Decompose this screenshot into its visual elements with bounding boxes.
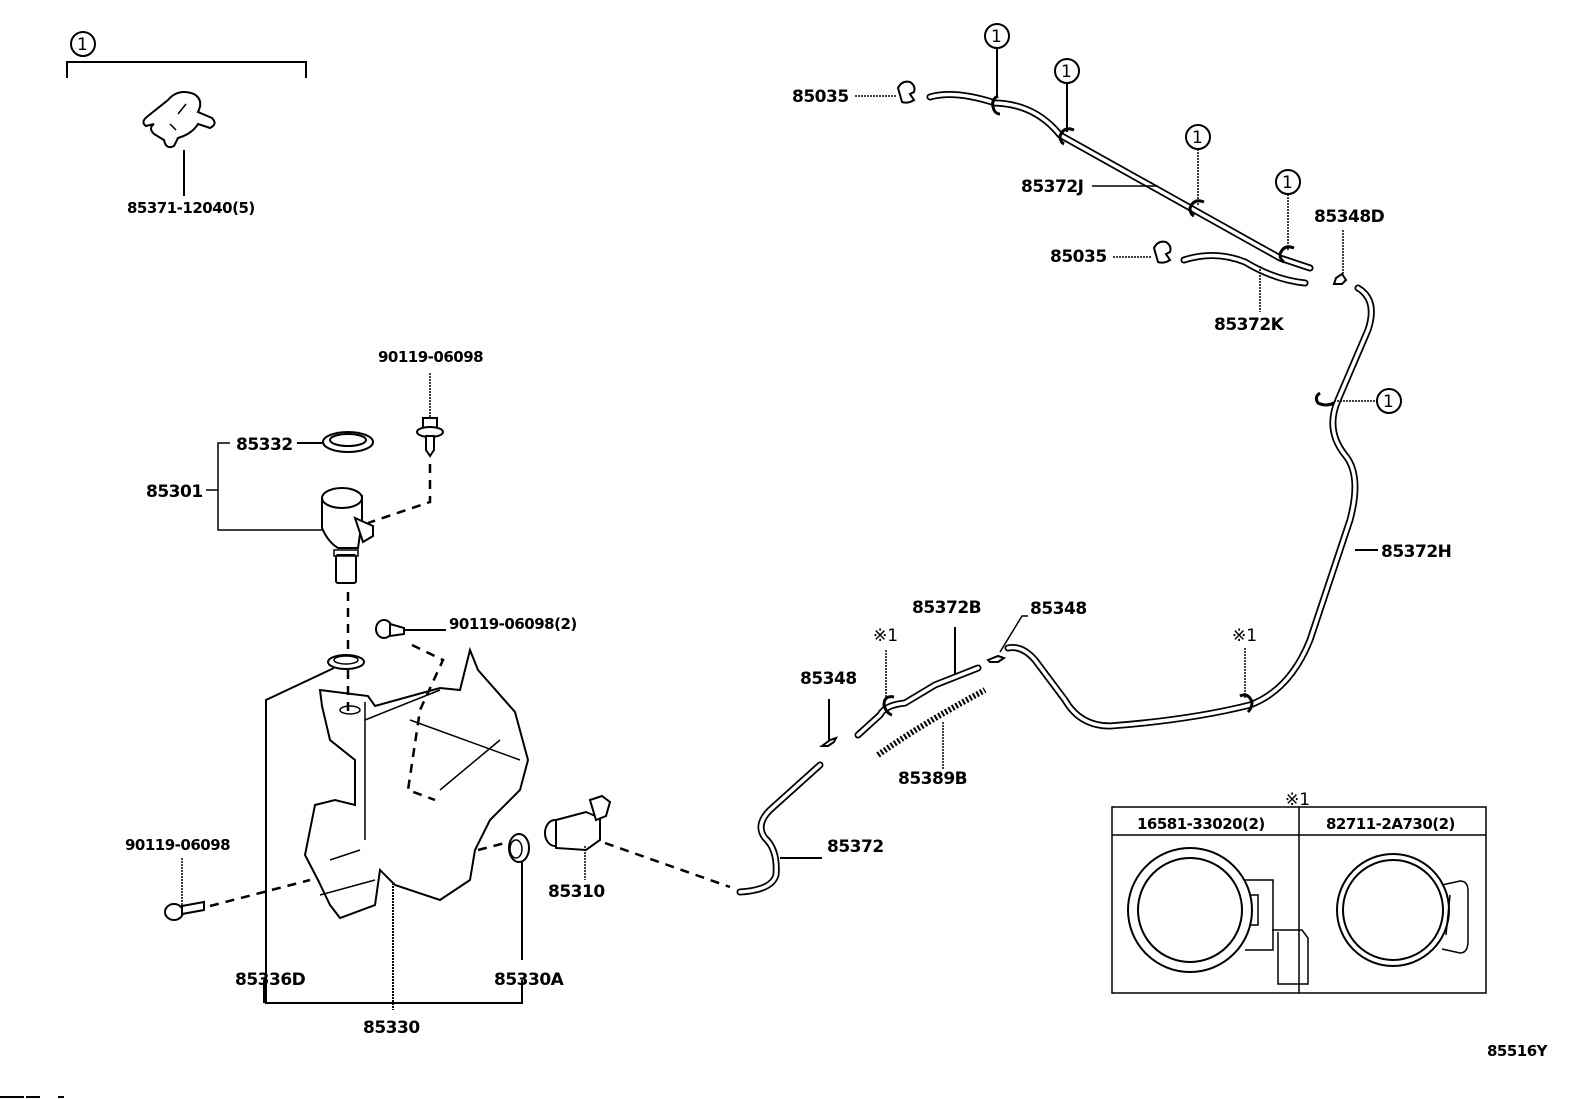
hose-85372-group: 85372 <box>736 761 884 896</box>
clip-icon <box>1239 693 1254 714</box>
part-label-85301[interactable]: 85301 <box>146 482 203 502</box>
group-bracket <box>66 61 307 78</box>
group-bracket <box>206 442 325 531</box>
note-marker: ※1 <box>873 626 898 646</box>
part-label-85372[interactable]: 85372 <box>827 837 884 857</box>
leader-line <box>999 615 1028 653</box>
assembly-line <box>209 878 311 908</box>
clip-icon <box>142 91 216 149</box>
hose-85372H <box>1004 284 1375 730</box>
clip-ref-circle <box>1376 388 1402 414</box>
bolt-icon <box>164 900 205 921</box>
note-marker: ※1 <box>1232 626 1257 646</box>
joint-icon <box>1332 272 1348 285</box>
svg-text:1: 1 <box>991 27 1002 47</box>
part-label-85372B[interactable]: 85372B <box>912 598 982 618</box>
hose-85372B <box>854 664 982 739</box>
assembly-line <box>406 643 445 802</box>
part-label-85372K[interactable]: 85372K <box>1214 315 1285 335</box>
part-label-85332[interactable]: 85332 <box>236 435 293 455</box>
part-label-85371[interactable]: 85371-12040(5) <box>127 199 255 217</box>
part-label-85035-upper[interactable]: 85035 <box>792 87 849 107</box>
middle-hose-system: 85372B ※1 85348 85348 85389B <box>800 598 1087 789</box>
hose-85372H-group: 1 85372H ※1 <box>1004 284 1452 730</box>
joint-icon <box>986 654 1007 663</box>
part-label-85330A[interactable]: 85330A <box>494 970 565 990</box>
protector-85389B <box>876 687 987 758</box>
hose-clip-82711-icon <box>1336 853 1469 967</box>
clip-table-col-2[interactable]: 82711-2A730(2) <box>1326 815 1455 833</box>
part-label-bolt-bracket[interactable]: 90119-06098(2) <box>449 615 577 633</box>
hose-85372 <box>736 761 824 896</box>
clip-markers: 1 1 1 1 <box>984 23 1301 264</box>
pump-group: 85310 <box>544 794 731 902</box>
grommet-85336D-icon <box>327 654 365 670</box>
joint-icon <box>819 736 838 747</box>
svg-text:1: 1 <box>1282 173 1293 193</box>
bolt-icon <box>416 417 444 458</box>
clip-icon <box>882 695 895 717</box>
part-label-85336D[interactable]: 85336D <box>235 970 306 990</box>
group-1: 1 85371-12040(5) <box>66 31 307 217</box>
filler-neck-icon <box>321 487 374 584</box>
washer-nozzle-icon <box>896 80 916 104</box>
svg-text:1: 1 <box>1061 62 1072 82</box>
tank-group: 90119-06098(2) 90119-06098 85336D 85330A… <box>125 615 577 1038</box>
clip-table: ※1 16581-33020(2) 82711-2A730(2) <box>1111 790 1487 994</box>
assembly-line <box>477 841 506 852</box>
hose-clip-16581-icon <box>1127 847 1309 985</box>
part-label-bolt-top[interactable]: 90119-06098 <box>378 348 484 366</box>
part-label-85372H[interactable]: 85372H <box>1381 542 1452 562</box>
part-label-bolt-side[interactable]: 90119-06098 <box>125 836 231 854</box>
group-bracket <box>263 667 523 1004</box>
part-label-85035-lower[interactable]: 85035 <box>1050 247 1107 267</box>
washer-tank-icon <box>303 646 530 920</box>
clip-ref-circle <box>70 31 96 57</box>
clip-table-title: ※1 <box>1285 790 1310 810</box>
assembly-line <box>367 464 432 525</box>
upper-hose-system: 85035 85372J 85035 85372K 85348D 1 1 1 <box>792 23 1385 335</box>
svg-text:1: 1 <box>1192 128 1203 148</box>
part-label-85389B[interactable]: 85389B <box>898 769 968 789</box>
washer-nozzle-icon <box>1152 240 1172 264</box>
assembly-line <box>604 841 731 889</box>
part-label-85348-lower[interactable]: 85348 <box>800 669 857 689</box>
bolt-icon <box>375 619 405 639</box>
clip-icon <box>1314 391 1335 407</box>
part-label-85372J[interactable]: 85372J <box>1021 177 1084 197</box>
grommet-85330A-icon <box>508 833 530 863</box>
part-label-85310[interactable]: 85310 <box>548 882 606 902</box>
clip-ref-label: 1 <box>1383 392 1394 412</box>
inlet-assembly: 90119-06098 85332 85301 <box>146 348 484 660</box>
illustration-code: 85516Y <box>1487 1042 1549 1060</box>
clip-ref-label: 1 <box>77 35 88 55</box>
part-label-85330[interactable]: 85330 <box>363 1018 421 1038</box>
part-label-85348-upper[interactable]: 85348 <box>1030 599 1087 619</box>
part-label-85348D[interactable]: 85348D <box>1314 207 1385 227</box>
clip-table-col-1[interactable]: 16581-33020(2) <box>1137 815 1265 833</box>
